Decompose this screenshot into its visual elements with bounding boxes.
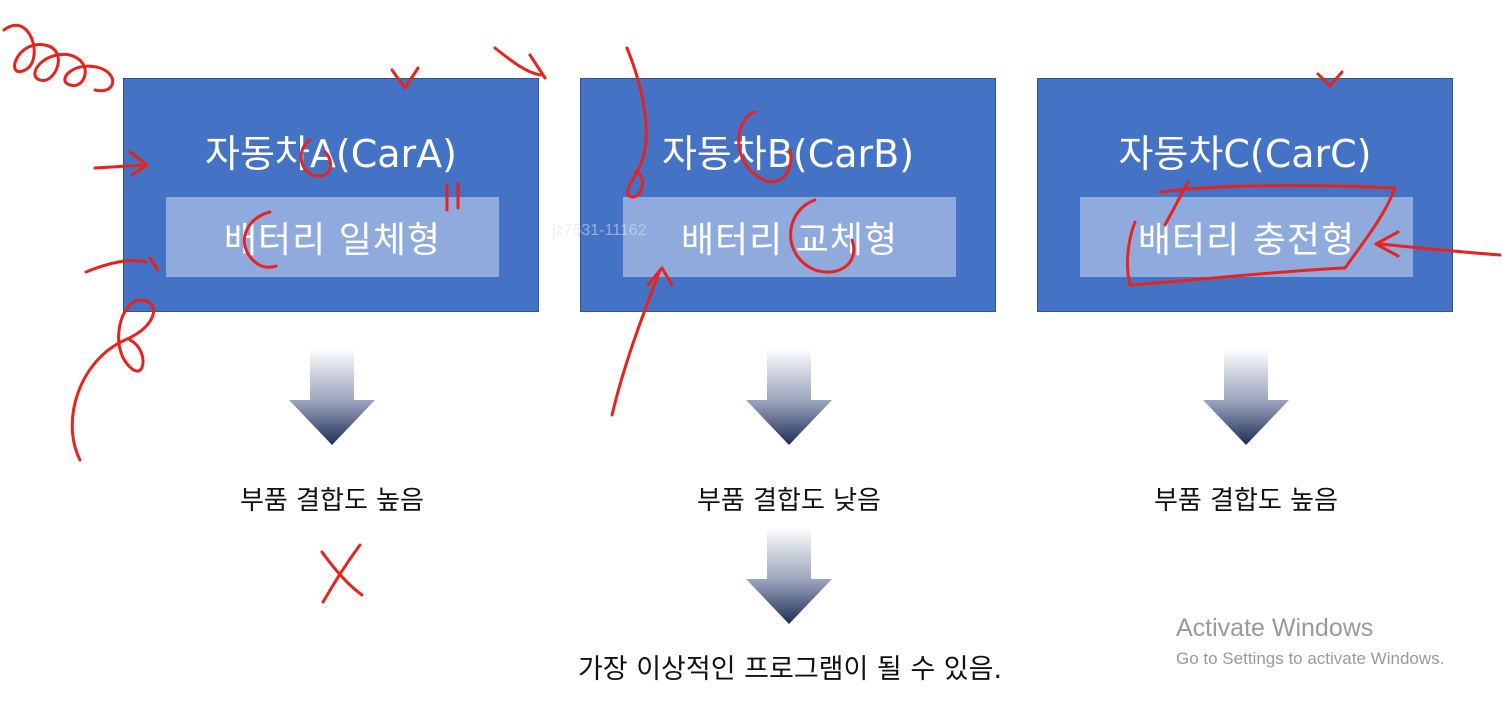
- down-arrow-icon: [289, 348, 375, 445]
- car-b-battery-box: 배터리 교체형: [623, 197, 956, 277]
- car-a-card: 자동차A(CarA) 배터리 일체형: [123, 78, 539, 312]
- activation-watermark-title: Activate Windows: [1176, 614, 1374, 642]
- car-c-card: 자동차C(CarC) 배터리 충전형: [1037, 78, 1453, 312]
- car-c-title: 자동차C(CarC): [1118, 132, 1372, 176]
- down-arrow-icon: [1203, 348, 1289, 445]
- car-c-battery-box: 배터리 충전형: [1080, 197, 1413, 277]
- car-b-card: 자동차B(CarB) 배터리 교체형: [580, 78, 996, 312]
- car-b-coupling-caption: 부품 결합도 낮음: [697, 486, 881, 516]
- annotation-loops: [2, 23, 114, 93]
- car-b-title: 자동차B(CarB): [661, 132, 915, 176]
- car-a-battery-box: 배터리 일체형: [166, 197, 499, 277]
- annotation-x: [320, 543, 364, 604]
- conclusion-text: 가장 이상적인 프로그램이 될 수 있음.: [577, 654, 1003, 685]
- down-arrow-icon: [746, 348, 832, 445]
- activation-watermark-subtitle: Go to Settings to activate Windows.: [1176, 649, 1445, 668]
- annotation-swirl-a: [70, 298, 155, 462]
- car-a-coupling-caption: 부품 결합도 높음: [240, 486, 424, 516]
- down-arrow-icon: [746, 527, 832, 624]
- annotation-mark-a: [493, 46, 547, 80]
- overlay-id-text: jz7531-11162: [552, 222, 647, 239]
- car-c-coupling-caption: 부품 결합도 높음: [1154, 486, 1338, 516]
- car-a-title: 자동차A(CarA): [205, 132, 457, 176]
